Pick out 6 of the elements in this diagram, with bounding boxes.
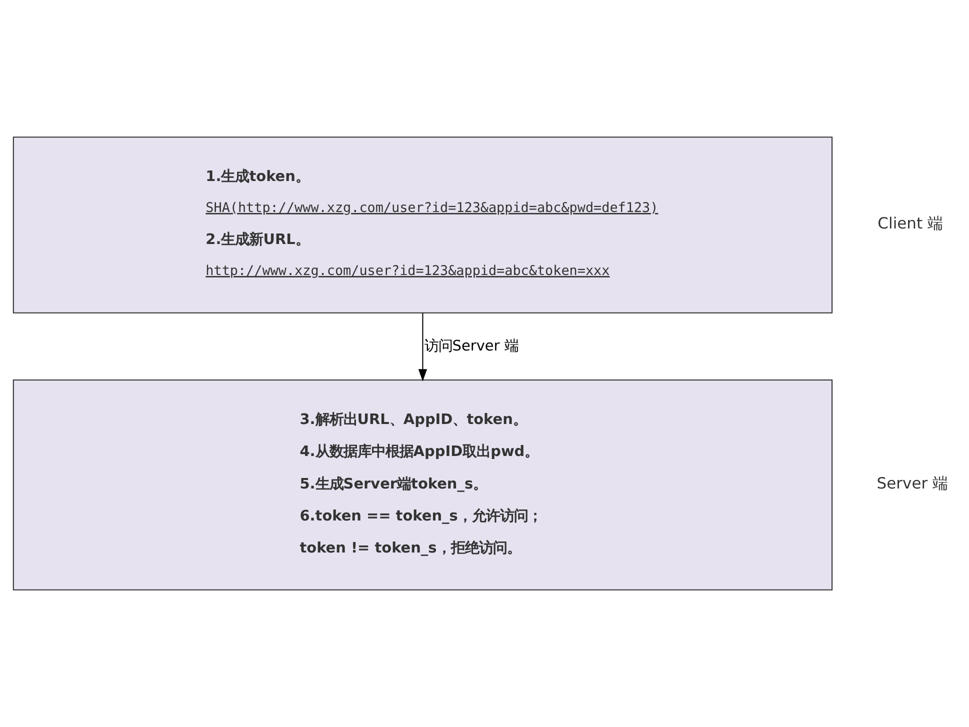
node-label: Server 端 <box>876 474 948 493</box>
node-box: 3.解析出URL、AppID、token。 4.从数据库中根据AppID取出pwd。 5.生成Server端token_s。 6.token == token_s，允许访问； token != token_s，拒绝访问。 <box>12 380 832 590</box>
edge-label: 访问Server 端 <box>424 338 518 354</box>
node-label: Client 端 <box>877 214 944 233</box>
arrow <box>418 312 427 382</box>
node-box: 1.生成token。 SHA(http://www.xzg.com/user?id=123&appid=abc&pwd=def123) 2.生成新URL。 http://www.xzg.com/user?id=123&appid=abc&token=xxx <box>12 136 832 314</box>
